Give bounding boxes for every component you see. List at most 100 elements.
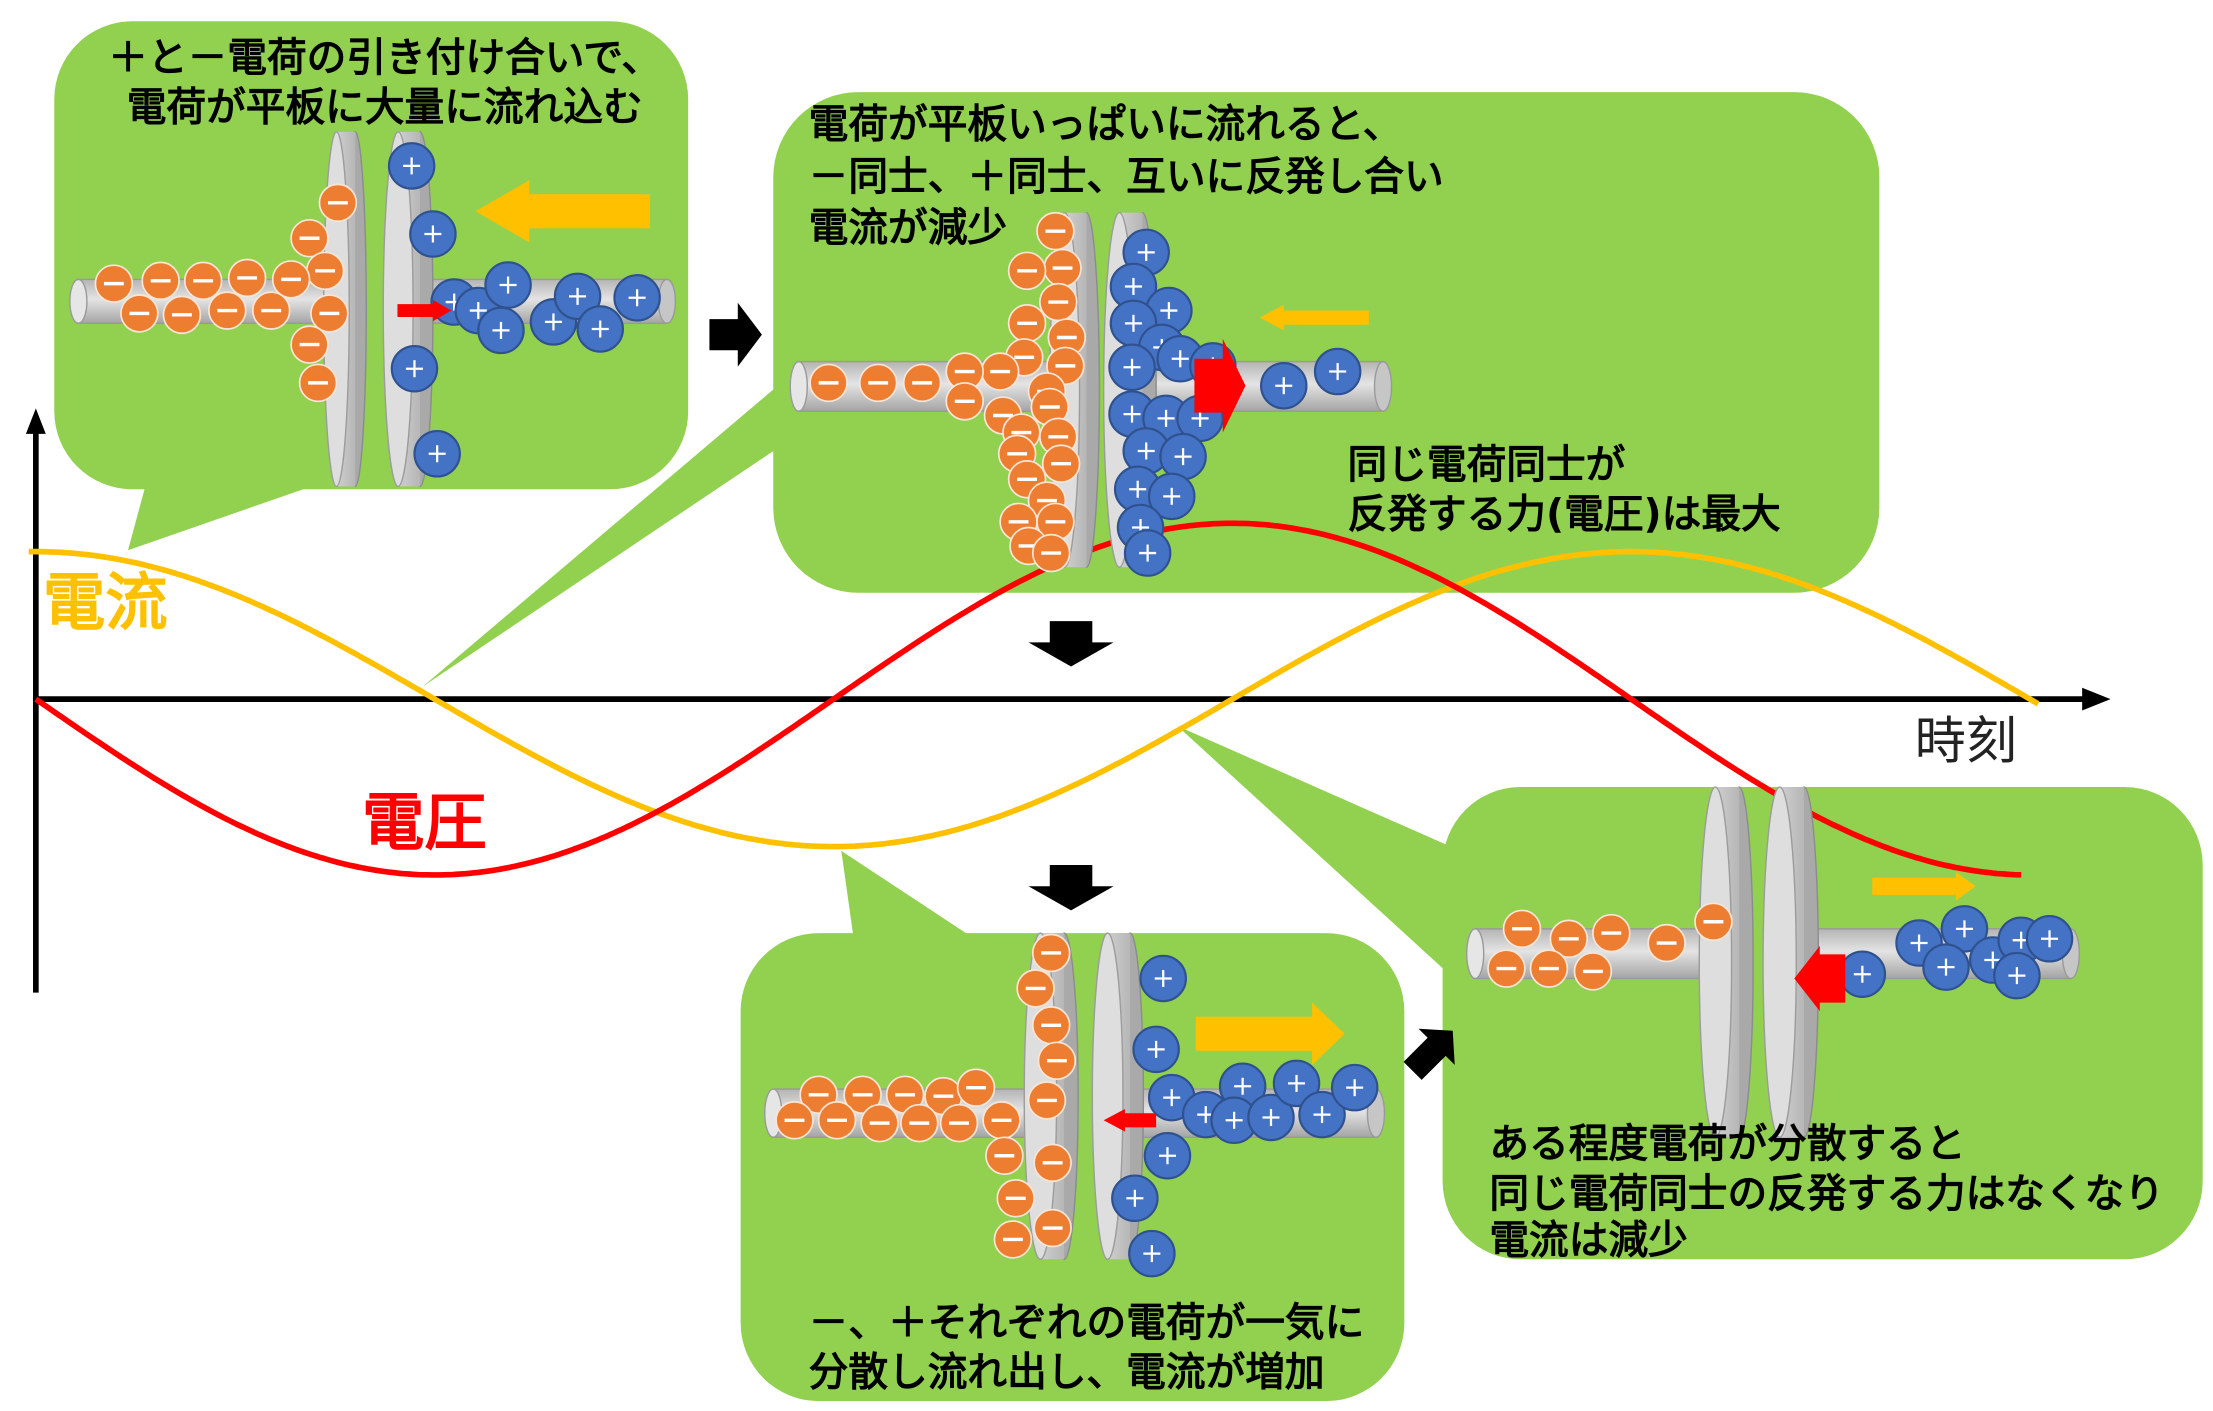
positive-charge-icon (1260, 361, 1308, 410)
step-arrow-down-icon (1028, 865, 1114, 911)
positive-charge-icon (484, 261, 532, 309)
scene-1-illustration (69, 131, 677, 488)
negative-charge-icon (985, 1136, 1024, 1176)
negative-charge-icon (1036, 211, 1075, 251)
negative-charge-icon (1573, 952, 1613, 991)
negative-charge-icon (996, 1179, 1036, 1218)
positive-charge-icon (1940, 905, 1989, 953)
positive-charge-icon (390, 344, 439, 393)
callout-2-line: －同士、＋同士、互いに反発し合い (809, 154, 1444, 200)
positive-charge-icon (613, 274, 661, 322)
current-label: 電流 (43, 566, 168, 639)
positive-charge-icon (1313, 347, 1362, 396)
negative-charge-icon (1007, 304, 1047, 343)
callout-2-line: 電荷が平板いっぱいに流れると、 (809, 102, 1403, 148)
negative-charge-icon (207, 291, 247, 330)
negative-charge-icon (1694, 902, 1733, 942)
positive-charge-icon (1210, 1096, 1258, 1145)
callout-3-line: －、＋それぞれの電荷が一気に (809, 1300, 1365, 1346)
current-curve (28, 548, 2040, 850)
plate-face (1091, 932, 1124, 1260)
negative-charge-icon (1502, 909, 1542, 949)
step-arrow-diagonal-icon (1403, 1028, 1455, 1080)
time-axis-label: 時刻 (1915, 713, 2017, 772)
negative-charge-icon (1529, 949, 1569, 988)
repulsion-force-arrow-icon (1103, 1108, 1157, 1132)
negative-charge-icon (1027, 1081, 1067, 1120)
negative-charge-icon (305, 251, 345, 291)
voltage-label: 電圧 (362, 786, 487, 859)
callout-4-text: ある程度電荷が分散すると 同じ電荷同士の反発する力はなくなり 電流は減少 (1489, 1121, 2164, 1263)
negative-charge-icon (900, 1103, 939, 1143)
callout-1-line: ＋と－電荷の引き付け合いで、 (108, 35, 661, 81)
plate-face (1698, 786, 1733, 1139)
negative-charge-icon (1033, 1143, 1072, 1183)
scene-3-illustration (764, 932, 1386, 1278)
plate-face (1762, 786, 1797, 1139)
negative-charge-icon (956, 1068, 996, 1107)
current-flow-arrow-icon (1872, 872, 1976, 901)
callout-3-text: －、＋それぞれの電荷が一気に 分散し流れ出し、電流が増加 (809, 1300, 1365, 1396)
negative-charge-icon (809, 363, 848, 403)
callout-2-note-line: 反発する力(電圧)は最大 (1348, 492, 1781, 538)
positive-charge-icon (1147, 472, 1196, 521)
negative-charge-icon (1043, 248, 1082, 288)
callout-2-text: 電荷が平板いっぱいに流れると、 －同士、＋同士、互いに反発し合い 電流が減少 同… (809, 102, 1781, 538)
negative-charge-icon (1549, 919, 1589, 959)
waveforms (28, 520, 2040, 878)
negative-charge-icon (298, 363, 338, 403)
negative-charge-icon (251, 291, 291, 330)
positive-charge-icon (1993, 951, 2041, 1000)
negative-charge-icon (1031, 933, 1071, 973)
negative-charge-icon (1647, 923, 1686, 963)
negative-charge-icon (1036, 502, 1075, 542)
callout-1-box (54, 21, 689, 490)
negative-charge-icon (1031, 533, 1071, 573)
negative-charge-icon (982, 1101, 1021, 1140)
positive-charge-icon (1330, 1063, 1379, 1112)
capacitor-plate-icon (1762, 786, 1820, 1139)
current-flow-arrow-icon (1195, 1002, 1345, 1065)
positive-charge-icon (1922, 943, 1970, 991)
negative-charge-icon (94, 264, 134, 303)
current-flow-arrow-icon (475, 180, 650, 243)
positive-charge-icon (576, 305, 624, 353)
positive-charge-icon (1143, 1131, 1192, 1180)
callout-1-text: ＋と－電荷の引き付け合いで、 電荷が平板に大量に流れ込む (108, 35, 661, 131)
vertical-axis-arrowhead (25, 408, 46, 434)
callout-2-note-line: 同じ電荷同士が (1348, 442, 1626, 488)
negative-charge-icon (858, 363, 898, 403)
positive-charge-icon (553, 272, 602, 321)
repulsion-force-arrow-icon (397, 299, 452, 322)
positive-charge-icon (2025, 915, 2074, 963)
step-arrow-right-icon (709, 302, 762, 367)
callout-3-line: 分散し流れ出し、電流が増加 (809, 1349, 1325, 1395)
positive-charge-icon (1109, 262, 1158, 311)
step-arrows (709, 302, 1455, 1080)
negative-charge-icon (1037, 1041, 1077, 1081)
scene-4-illustration (1465, 786, 2081, 1139)
negative-charge-icon (183, 261, 223, 301)
positive-charge-icon (477, 306, 525, 355)
negative-charge-icon (1038, 282, 1078, 322)
negative-charge-icon (1016, 969, 1055, 1008)
positive-charge-icon (413, 430, 461, 478)
positive-charge-icon (1128, 1229, 1176, 1278)
scene-2-illustration (789, 211, 1393, 577)
negative-charge-icon (227, 258, 267, 298)
negative-charge-icon (318, 183, 358, 223)
callout-4-line: ある程度電荷が分散すると (1489, 1121, 1965, 1167)
wire-end (1465, 928, 1485, 980)
negative-charge-icon (310, 294, 349, 333)
repulsion-force-arrow-icon (1794, 945, 1846, 1012)
negative-charge-icon (843, 1075, 882, 1115)
capacitor-plate-icon (1698, 786, 1754, 1139)
negative-charge-icon (1041, 444, 1081, 484)
negative-charge-icon (1033, 1208, 1072, 1248)
positive-charge-icon (409, 210, 457, 258)
negative-charge-icon (290, 325, 329, 364)
wire-end (1373, 360, 1393, 412)
wire-end (789, 360, 808, 412)
positive-charge-icon (1247, 1093, 1295, 1142)
